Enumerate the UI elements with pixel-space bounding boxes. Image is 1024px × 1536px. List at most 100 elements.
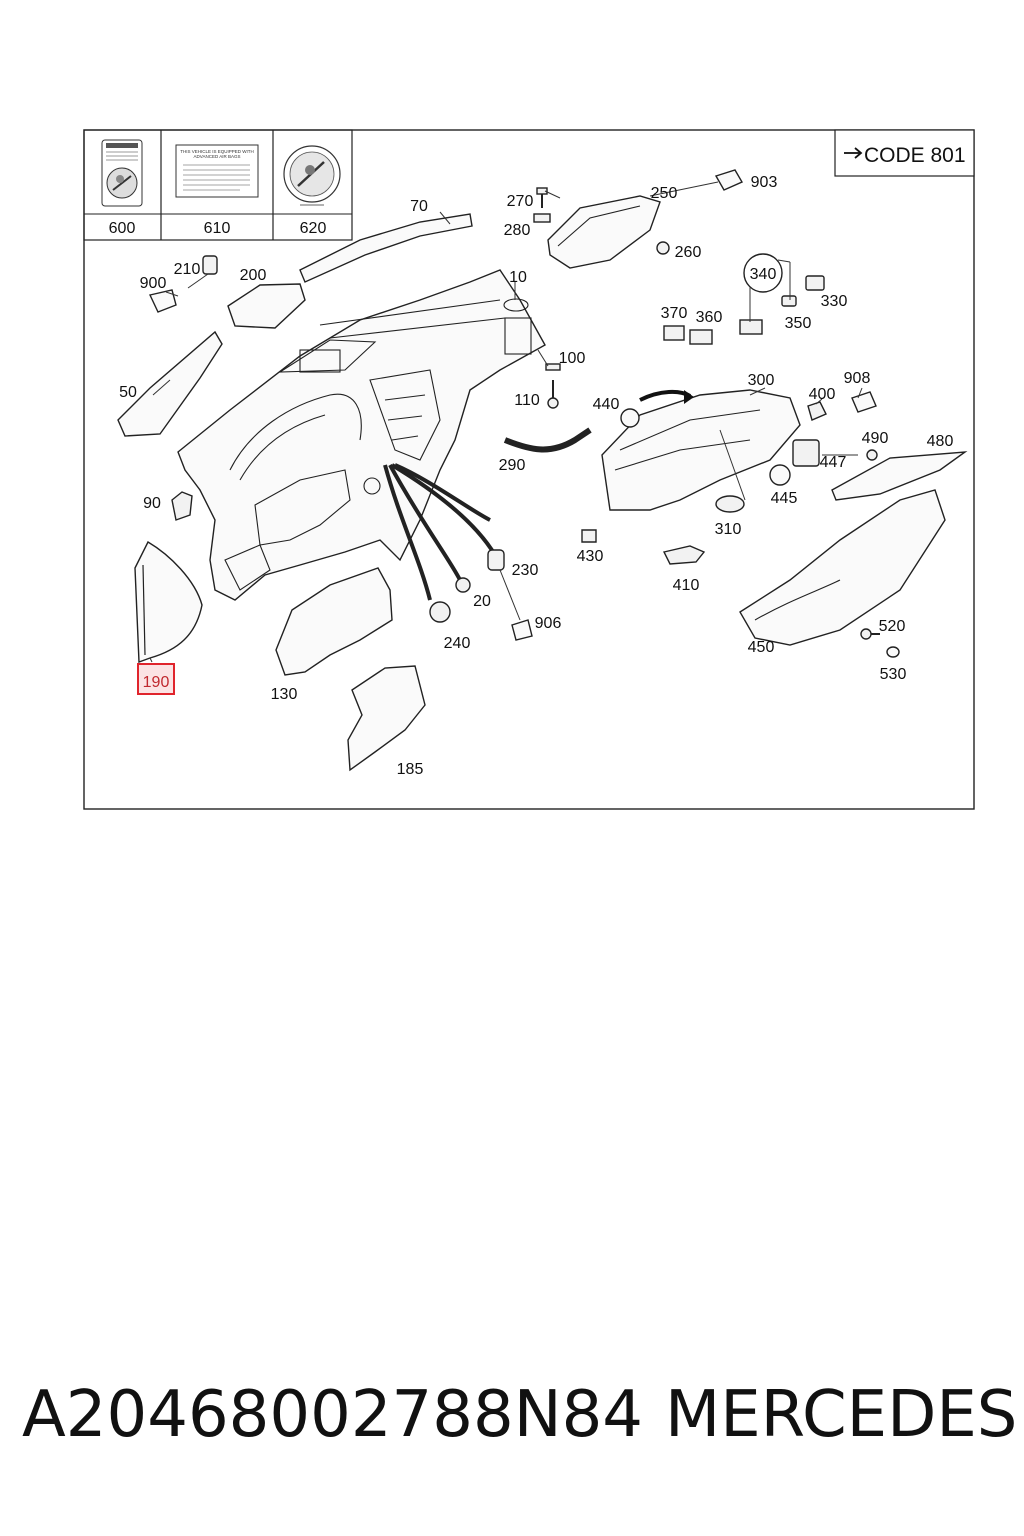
callout-50: 50 [119,384,137,401]
part-230 [487,549,505,571]
part-240 [429,601,451,623]
part-900 [148,289,177,313]
callout-447: 447 [820,454,847,471]
part-260 [656,241,670,255]
callout-10: 10 [509,269,527,286]
part-290 [503,427,592,453]
callout-410: 410 [673,577,700,594]
part-906 [511,619,533,641]
part-number: A20468002788N84 [22,1378,643,1452]
svg-text:ADVANCED AIR BAGS: ADVANCED AIR BAGS [194,154,241,159]
leader-lines [149,190,863,663]
brand-name: MERCEDES [665,1378,1018,1452]
part-210 [202,255,218,275]
part-360 [689,329,713,345]
callout-490: 490 [862,430,889,447]
label-cards: THIS VEHICLE IS EQUIPPED WITH ADVANCED A… [83,129,353,241]
part-520 [860,628,880,640]
part-200 [227,283,306,329]
callout-480: 480 [927,433,954,450]
part-350 [781,295,797,307]
callout-290: 290 [499,457,526,474]
part-250 [547,195,661,269]
code-801-label: CODE 801 [864,144,966,167]
callout-370: 370 [661,305,688,322]
part-340-marker [743,253,783,293]
callout-240: 240 [444,635,471,652]
callout-90: 90 [143,495,161,512]
callout-190-highlight [137,663,175,695]
callout-340: 340 [750,266,777,283]
callout-445: 445 [771,490,798,507]
part-447 [792,439,820,467]
part-903 [714,169,743,191]
callout-100: 100 [559,350,586,367]
part-450 [739,489,946,646]
part-100 [545,363,561,371]
part-90 [171,491,193,521]
part-370 [663,325,685,341]
part-480 [831,451,968,501]
part-110 [547,380,559,409]
callout-210: 210 [174,261,201,278]
callout-110: 110 [514,392,540,409]
arrow-right-icon [844,147,863,159]
airbag-info-sticker-icon: THIS VEHICLE IS EQUIPPED WITH ADVANCED A… [175,144,259,198]
part-400 [807,401,827,421]
callout-70: 70 [410,198,428,215]
part-440 [620,408,640,428]
callout-130: 130 [271,686,298,703]
callout-260: 260 [675,244,702,261]
footer: A20468002788N84 MERCEDES [0,1378,1024,1478]
svg-text:THIS VEHICLE IS EQUIPPED WITH: THIS VEHICLE IS EQUIPPED WITH [180,149,254,154]
part-190 [134,541,203,663]
part-330 [805,275,825,291]
callout-280: 280 [504,222,531,239]
part-530 [886,646,900,658]
part-490 [866,449,878,461]
part-908 [851,391,877,413]
part-50 [117,330,223,437]
callout-530: 530 [880,666,907,683]
airbag-round-label-icon [283,145,341,206]
callout-185: 185 [397,761,424,778]
callout-360: 360 [696,309,723,326]
callout-400: 400 [809,386,836,403]
part-445 [769,464,791,486]
label-card-600-number: 600 [109,220,136,237]
callout-350: 350 [785,315,812,332]
callout-330: 330 [821,293,848,310]
part-20 [455,577,471,593]
part-70 [299,213,473,283]
callout-200: 200 [240,267,267,284]
callout-906: 906 [535,615,562,632]
callout-430: 430 [577,548,604,565]
airbag-warning-label-icon [101,139,143,207]
part-430 [581,529,597,543]
part-130 [275,567,393,676]
callout-520: 520 [879,618,906,635]
callout-270: 270 [507,193,534,210]
callout-labels: 70 10 200 210 900 50 90 190 130 185 240 … [119,174,953,778]
part-340-switch [739,319,763,335]
part-270 [536,187,548,208]
callout-20: 20 [473,593,491,610]
assembly-arrow-icon [639,389,692,402]
callout-190: 190 [143,674,170,691]
callout-440: 440 [593,396,620,413]
callout-250: 250 [651,185,678,202]
label-card-620-number: 620 [300,220,327,237]
part-185 [347,665,426,772]
callout-908: 908 [844,370,871,387]
callout-903: 903 [751,174,778,191]
callout-900: 900 [140,275,167,292]
part-410 [662,545,706,565]
callout-230: 230 [512,562,539,579]
part-310 [715,495,745,513]
diagram-border [83,129,975,810]
dashboard-carrier [177,269,546,601]
label-card-610-number: 610 [204,220,231,237]
callout-300: 300 [748,372,775,389]
callout-450: 450 [748,639,775,656]
